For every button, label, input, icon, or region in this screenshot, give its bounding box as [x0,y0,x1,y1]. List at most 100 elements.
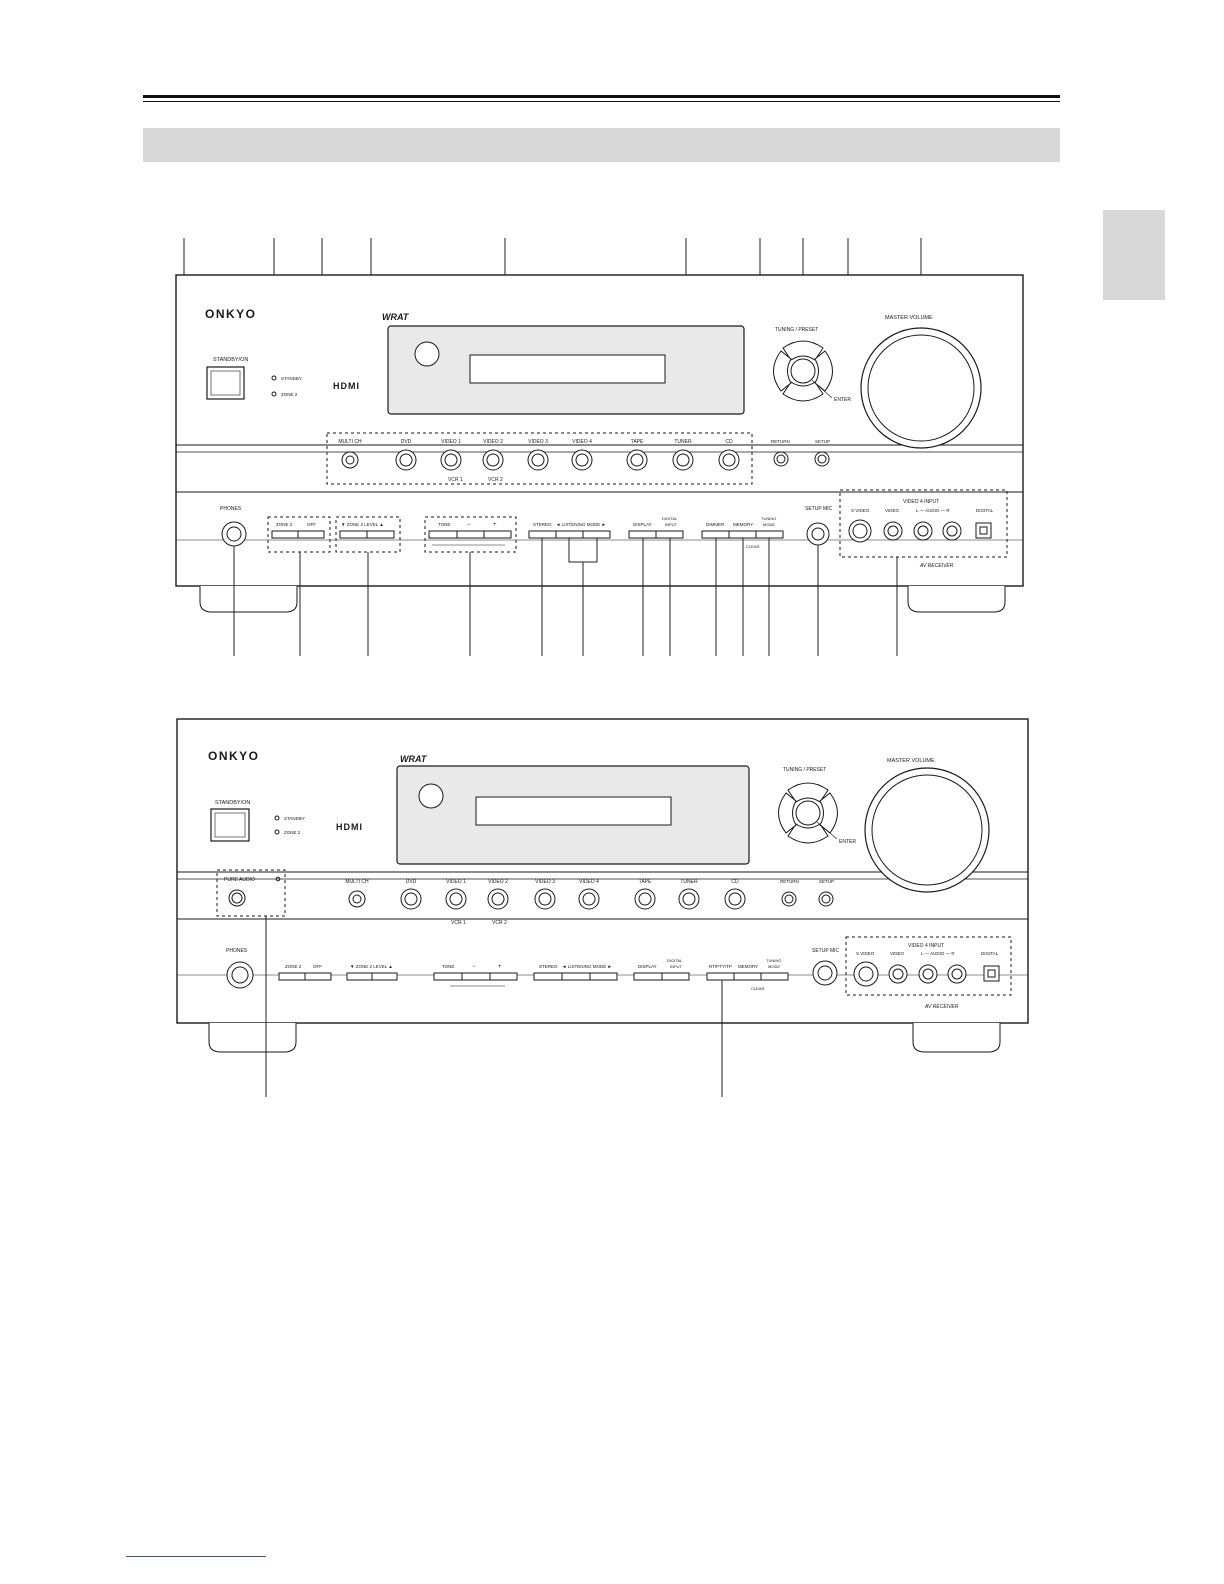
bottom-listening-mode-left[interactable] [561,972,591,981]
bottom-input-button-dvd[interactable] [400,888,422,910]
bottom-enter-button[interactable] [795,800,821,826]
top-enter-button[interactable] [790,358,816,384]
top-input-button-video-1[interactable] [440,449,462,471]
top-input-button-video-3[interactable] [527,449,549,471]
top-setup-button[interactable] [814,451,830,467]
bottom-input-button-tuner[interactable] [678,888,700,910]
bottom-input-button-video-1[interactable] [445,888,467,910]
top-off-button[interactable] [297,530,325,539]
bottom-listening-mode-right[interactable] [589,972,618,981]
bottom-off-button[interactable] [304,972,332,981]
top-video4-input-box [839,489,1008,558]
bottom-memory-button[interactable] [733,972,762,981]
top-tuning-label: TUNING / PRESET [775,327,818,333]
bottom-setup-mic-label: SETUP MIC [812,948,840,954]
top-input-label-video-1: VIDEO 1 [441,439,461,445]
top-standby-button-inner [210,370,241,396]
bottom-master-volume-knob[interactable] [871,774,983,886]
bottom-zone2-led [274,829,280,835]
top-input-button-video-2[interactable] [482,449,504,471]
bottom-clear-label: CLEAR [751,986,764,991]
top-dimmer-label: DIMMER [706,522,725,527]
bottom-optical-jack[interactable] [983,965,1000,982]
top-standby-indicator-label: STANDBY [281,376,302,381]
top-tone-plus-button[interactable] [483,530,512,539]
top-pad-left[interactable] [773,350,792,392]
top-zone2-level-up[interactable] [366,530,395,539]
bottom-vcr1-label: VCR 1 [451,920,466,926]
top-input-button-multi-ch[interactable] [341,451,359,469]
top-display-label: DISPLAY [633,522,652,527]
bottom-input-label-video-2: VIDEO 2 [488,879,508,885]
top-input-button-video-4[interactable] [571,449,593,471]
bottom-remote-sensor [418,783,444,809]
top-wrat-logo: WRAT [382,312,410,322]
bottom-digital-input-label-1: DIGITAL [667,958,683,963]
bottom-return-button[interactable] [781,891,797,907]
bottom-tuning-mode-button[interactable] [760,972,789,981]
bottom-stereo-button[interactable] [533,972,563,981]
top-setup-label: SETUP [815,439,830,444]
top-input-button-inner-tape [630,453,644,467]
bottom-input-button-multi-ch[interactable] [348,890,366,908]
top-input-button-dvd[interactable] [395,449,417,471]
top-phones-jack-inner [226,526,242,542]
bottom-return-label: RETURN [780,879,799,884]
bottom-tone-plus-button[interactable] [489,972,518,981]
bottom-video-label: VIDEO [890,951,905,956]
top-standby-button[interactable] [206,366,245,400]
top-remote-sensor [414,341,440,367]
bottom-input-label-tape: TAPE [639,879,652,885]
bottom-input-label-video-1: VIDEO 1 [446,879,466,885]
top-input-button-tape[interactable] [626,449,648,471]
bottom-zone2-level-down[interactable] [346,972,373,981]
top-return-button[interactable] [773,451,789,467]
top-digital-label: DIGITAL [976,508,994,513]
top-zone2-button-label: ZONE 2 [276,522,293,527]
bottom-input-button-cd[interactable] [724,888,746,910]
top-input-button-cd[interactable] [718,449,740,471]
bottom-input-button-video-3[interactable] [534,888,556,910]
top-svideo-jack-inner [852,523,868,539]
top-input-label-dvd: DVD [401,439,412,445]
bottom-digital-input-button[interactable] [661,972,690,981]
top-input-button-tuner[interactable] [672,449,694,471]
bottom-pure-audio-button[interactable] [228,889,246,907]
bottom-zone2-level-up[interactable] [371,972,398,981]
bottom-input-button-video-4[interactable] [578,888,600,910]
bottom-fl-display [475,796,672,826]
bottom-pure-audio-box [216,869,286,917]
top-brand-logo: ONKYO [205,307,257,321]
bottom-setup-button[interactable] [818,891,834,907]
bottom-standby-button-inner [214,812,246,838]
bottom-zone2-button[interactable] [278,972,306,981]
bottom-digital-label: DIGITAL [981,951,999,956]
bottom-vcr2-label: VCR 2 [492,920,507,926]
top-foot-right [907,586,1006,613]
top-digital-input-label-1: DIGITAL [662,516,678,521]
bottom-pad-right[interactable] [819,792,838,834]
top-enter-label: ENTER [834,397,851,403]
top-setup-mic-jack-inner [811,527,825,541]
bottom-display-button[interactable] [633,972,663,981]
top-video-jack-inner [887,525,899,537]
bottom-tone-minus-button[interactable] [461,972,491,981]
bottom-return-button-inner [784,894,794,904]
top-input-button-inner-multi-ch [345,455,355,465]
bottom-pad-left[interactable] [778,792,797,834]
top-enter-leader [811,379,833,399]
bottom-input-button-tape[interactable] [634,888,656,910]
bottom-standby-button[interactable] [210,808,250,842]
top-zone2-led [271,391,277,397]
bottom-standby-indicator-label: STANDBY [284,816,305,821]
top-master-volume-knob[interactable] [867,334,975,442]
bottom-video4-input-label: VIDEO 4 INPUT [908,943,944,949]
bottom-rt-pty-tp-button[interactable] [706,972,735,981]
bottom-audio-r-jack-inner [951,968,963,980]
top-zone2-indicator-label: ZONE 2 [281,392,298,397]
bottom-setup-label: SETUP [819,879,834,884]
bottom-input-button-video-2[interactable] [487,888,509,910]
top-listening-mode-label: ◄ LISTENING MODE ► [556,522,606,527]
bottom-tone-button[interactable] [433,972,463,981]
